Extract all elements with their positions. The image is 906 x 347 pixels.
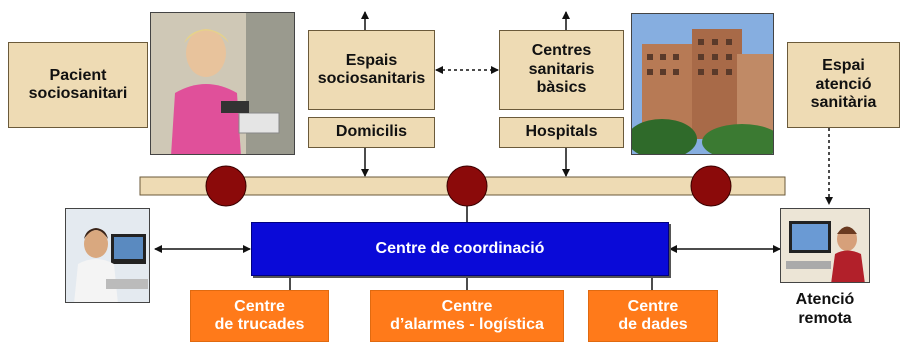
node-espai-atencio-sanitaria: Espai atenció sanitària — [787, 42, 900, 128]
remote-care-operator-photo — [780, 208, 870, 283]
node-espais-sociosanitaris: Espais sociosanitaris — [308, 30, 435, 110]
node-centre-dades: Centre de dades — [588, 290, 718, 342]
node-centre-trucades: Centre de trucades — [190, 290, 329, 342]
node-pacient-sociosanitari: Pacient sociosanitari — [8, 42, 148, 128]
node-centre-alarmes-logistica: Centre d’alarmes - logística — [370, 290, 564, 342]
node-domicilis: Domicilis — [308, 117, 435, 148]
bus-node-center — [446, 165, 488, 207]
operator-with-headset-photo — [65, 208, 150, 303]
node-hospitals: Hospitals — [499, 117, 624, 148]
label-atencio-remota: Atenció remota — [795, 291, 855, 328]
bus-node-right — [690, 165, 732, 207]
bus-node-left — [205, 165, 247, 207]
woman-with-medical-device-photo — [150, 12, 295, 155]
hospital-buildings-photo — [631, 13, 774, 155]
node-centre-coordinacio: Centre de coordinació — [251, 222, 669, 276]
node-centres-sanitaris-basics: Centres sanitaris bàsics — [499, 30, 624, 110]
